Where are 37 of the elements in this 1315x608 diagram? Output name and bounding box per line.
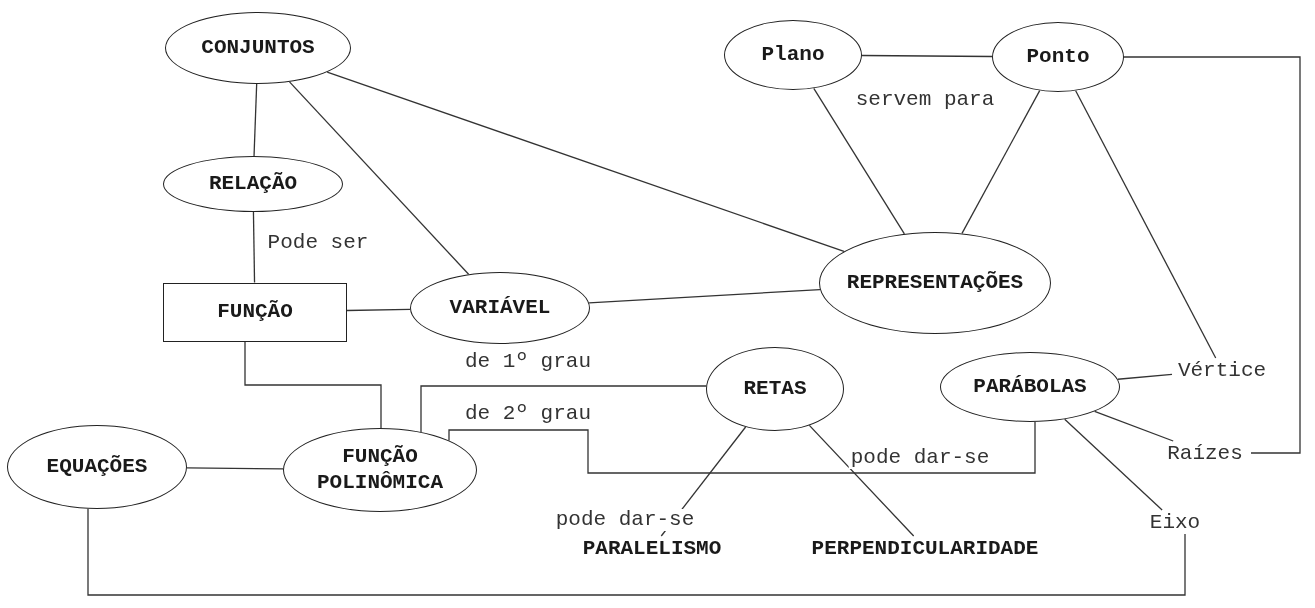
concept-text: FUNÇÃO: [217, 299, 293, 325]
connector-line: [346, 308, 411, 312]
connector-line: [808, 424, 915, 537]
connector-line: [1093, 410, 1174, 442]
connector-line: [420, 385, 707, 433]
concept-text: RELAÇÃO: [208, 171, 298, 197]
concept-label: PERPENDICULARIDADE: [805, 536, 1045, 560]
connector-line: [244, 340, 382, 429]
concept-label: Eixo: [1145, 510, 1205, 534]
connector-line: [1075, 90, 1217, 359]
concept-text: RETAS: [743, 376, 807, 402]
connector-line: [1123, 56, 1301, 454]
connector-line: [252, 211, 256, 284]
concept-text: EQUAÇÕES: [46, 454, 148, 480]
connector-line: [186, 467, 284, 470]
concept-text: VARIÁVEL: [449, 295, 551, 321]
concept-text: REPRESENTAÇÕES: [846, 270, 1024, 296]
concept-text: CONJUNTOS: [201, 35, 315, 61]
concept-text: FUNÇÃO POLINÔMICA: [316, 444, 444, 496]
connector-line: [861, 54, 993, 58]
concept-text: PARÁBOLAS: [973, 374, 1087, 400]
concept-text: Plano: [761, 42, 825, 68]
concept-label: Raízes: [1159, 441, 1251, 465]
connector-line: [326, 71, 845, 253]
concept-label: Vértice: [1172, 358, 1272, 382]
connector-line: [288, 81, 470, 275]
concept-label: PARALELISMO: [579, 536, 725, 560]
edge-label: de 1º grau: [463, 351, 593, 373]
connector-line: [1064, 418, 1163, 511]
connector-line: [448, 421, 1036, 474]
connector-line: [87, 508, 1186, 596]
connector-line: [253, 83, 258, 157]
connector-line: [1117, 373, 1173, 380]
concept-text: Ponto: [1026, 44, 1090, 70]
connector-line: [588, 288, 821, 304]
edge-label: de 2º grau: [463, 403, 593, 425]
concept-box: [163, 282, 347, 342]
